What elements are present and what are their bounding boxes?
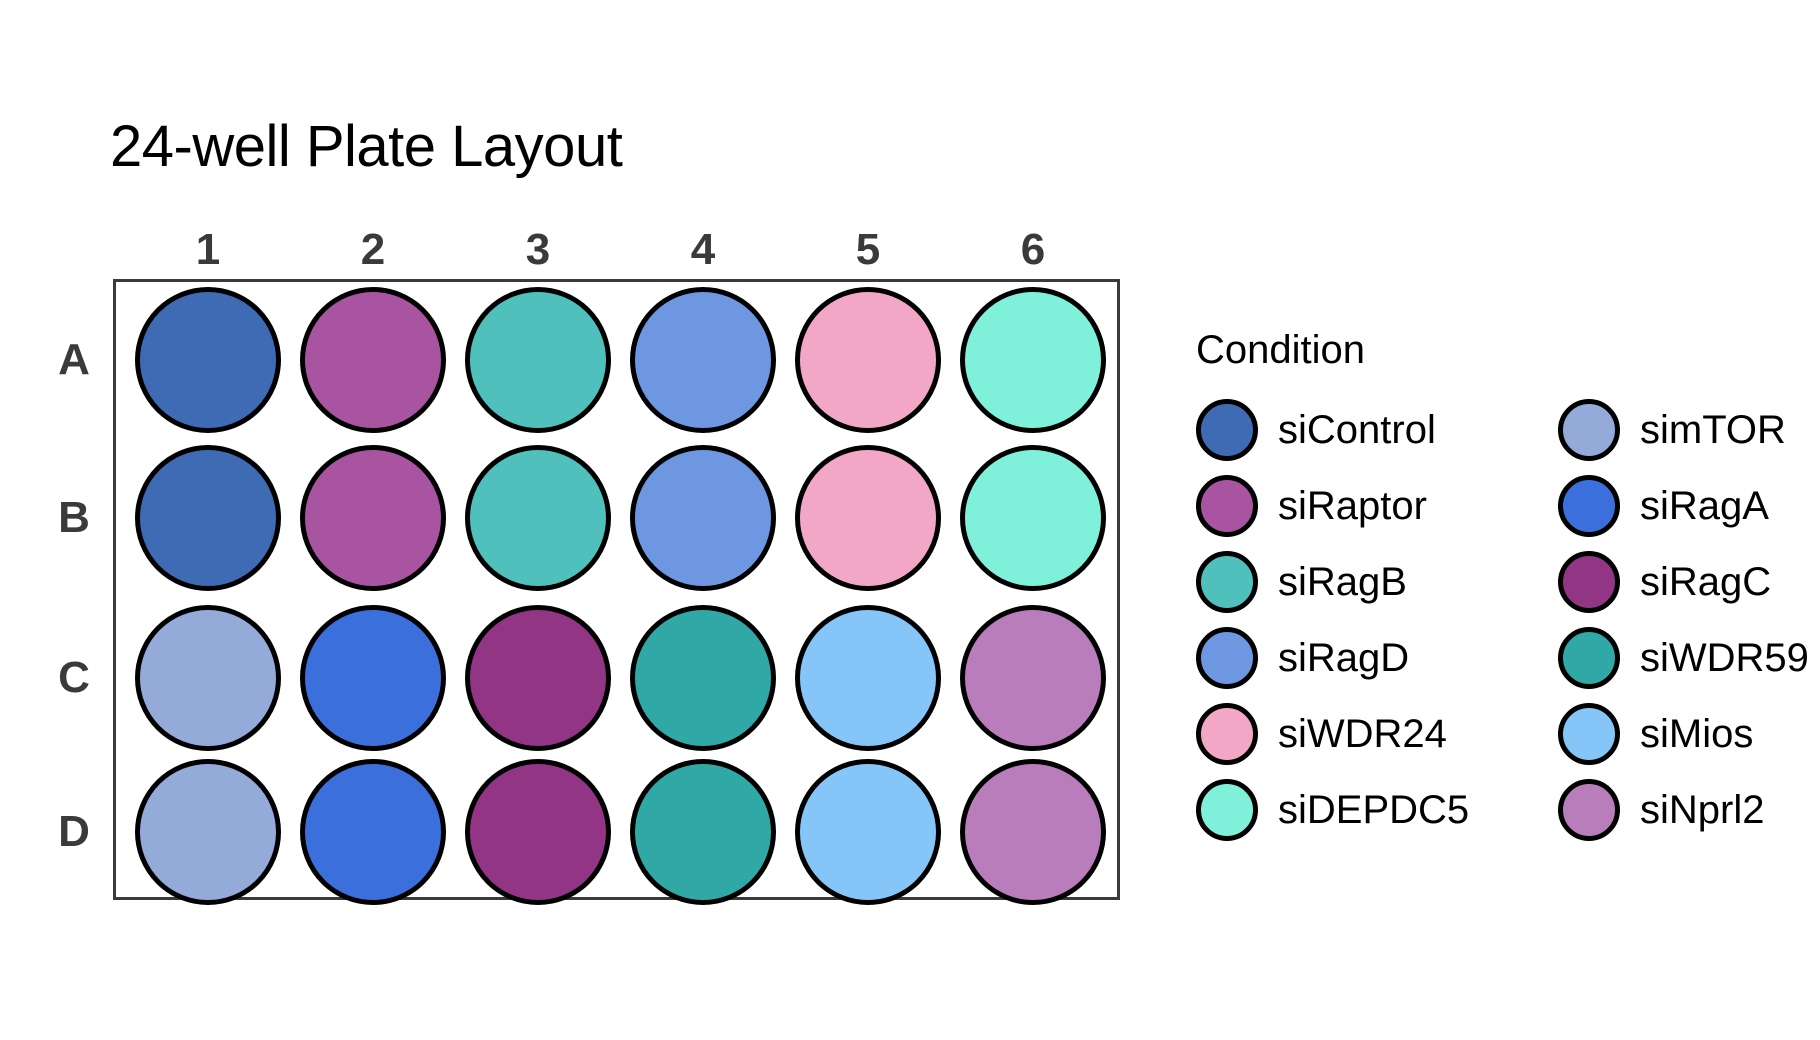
legend-item-siRagA[interactable]: siRagA [1558, 468, 1809, 544]
legend-item-label: siRagB [1278, 560, 1407, 604]
legend-swatch-icon [1558, 779, 1620, 841]
legend-title: Condition [1196, 328, 1366, 372]
legend-swatch-icon [1558, 703, 1620, 765]
well-A5[interactable] [795, 287, 941, 433]
legend-item-siDEPDC5[interactable]: siDEPDC5 [1196, 772, 1469, 848]
row-header-D: D [58, 807, 90, 856]
legend-item-siMios[interactable]: siMios [1558, 696, 1809, 772]
well-C1[interactable] [135, 605, 281, 751]
legend-item-siRagC[interactable]: siRagC [1558, 544, 1809, 620]
well-D5[interactable] [795, 759, 941, 905]
legend-swatch-icon [1558, 627, 1620, 689]
page-title: 24-well Plate Layout [110, 114, 623, 179]
legend-swatch-icon [1558, 551, 1620, 613]
plate-frame [113, 279, 1120, 900]
column-header-4: 4 [690, 225, 716, 274]
legend-item-siWDR59[interactable]: siWDR59 [1558, 620, 1809, 696]
well-D1[interactable] [135, 759, 281, 905]
legend-column-2: simTOR siRagA siRagC siWDR59 siMios siNprl2 [1558, 392, 1809, 848]
legend-swatch-icon [1196, 475, 1258, 537]
well-C6[interactable] [960, 605, 1106, 751]
legend-item-label: siControl [1278, 408, 1436, 452]
well-A1[interactable] [135, 287, 281, 433]
well-B3[interactable] [465, 445, 611, 591]
legend-item-label: siRagA [1640, 484, 1769, 528]
legend-swatch-icon [1196, 627, 1258, 689]
legend-swatch-icon [1196, 399, 1258, 461]
legend-swatch-icon [1196, 779, 1258, 841]
well-D4[interactable] [630, 759, 776, 905]
legend-item-label: siNprl2 [1640, 788, 1765, 832]
legend-item-siWDR24[interactable]: siWDR24 [1196, 696, 1469, 772]
legend-item-siNprl2[interactable]: siNprl2 [1558, 772, 1809, 848]
well-D6[interactable] [960, 759, 1106, 905]
legend-item-simTOR[interactable]: simTOR [1558, 392, 1809, 468]
row-header-A: A [58, 335, 90, 384]
well-C3[interactable] [465, 605, 611, 751]
well-D2[interactable] [300, 759, 446, 905]
legend-item-siRagB[interactable]: siRagB [1196, 544, 1469, 620]
legend-item-siRagD[interactable]: siRagD [1196, 620, 1469, 696]
column-header-1: 1 [195, 225, 221, 274]
legend-item-label: siWDR24 [1278, 712, 1447, 756]
legend-item-label: siMios [1640, 712, 1754, 756]
well-A4[interactable] [630, 287, 776, 433]
well-C2[interactable] [300, 605, 446, 751]
column-header-6: 6 [1020, 225, 1046, 274]
well-D3[interactable] [465, 759, 611, 905]
well-C4[interactable] [630, 605, 776, 751]
column-header-2: 2 [360, 225, 386, 274]
legend-item-label: simTOR [1640, 408, 1786, 452]
column-header-3: 3 [525, 225, 551, 274]
legend-swatch-icon [1196, 703, 1258, 765]
well-C5[interactable] [795, 605, 941, 751]
well-B1[interactable] [135, 445, 281, 591]
row-header-B: B [58, 493, 90, 542]
legend-item-label: siRagD [1278, 636, 1410, 680]
legend-column-1: siControl siRaptor siRagB siRagD siWDR24 siDE… [1196, 392, 1469, 848]
legend-item-label: siDEPDC5 [1278, 788, 1470, 832]
well-B5[interactable] [795, 445, 941, 591]
well-B2[interactable] [300, 445, 446, 591]
legend-swatch-icon [1196, 551, 1258, 613]
legend-swatch-icon [1558, 475, 1620, 537]
well-B6[interactable] [960, 445, 1106, 591]
legend-swatch-icon [1558, 399, 1620, 461]
legend-item-label: siWDR59 [1640, 636, 1809, 680]
legend-item-siRaptor[interactable]: siRaptor [1196, 468, 1469, 544]
legend-item-label: siRaptor [1278, 484, 1427, 528]
column-header-5: 5 [855, 225, 881, 274]
well-B4[interactable] [630, 445, 776, 591]
well-A2[interactable] [300, 287, 446, 433]
row-header-C: C [58, 653, 90, 702]
legend-item-siControl[interactable]: siControl [1196, 392, 1469, 468]
well-A3[interactable] [465, 287, 611, 433]
legend-item-label: siRagC [1640, 560, 1772, 604]
well-A6[interactable] [960, 287, 1106, 433]
